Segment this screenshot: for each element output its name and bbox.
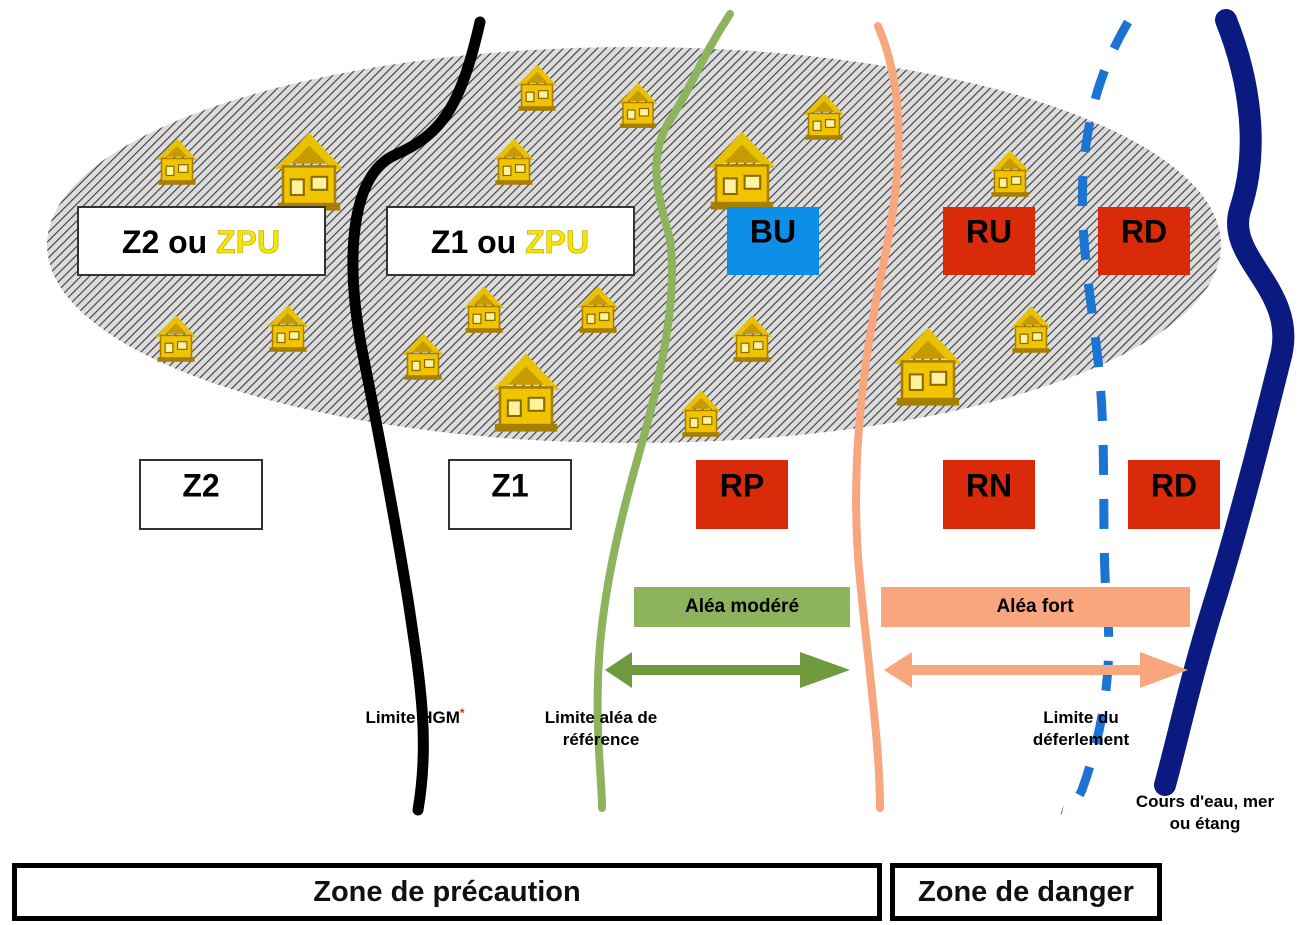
zone-rd-urban-label: RD [1121, 213, 1167, 249]
danger-zone-box: Zone de danger [890, 863, 1162, 921]
reference-limit-caption-line2: référence [563, 730, 640, 749]
water-caption-line2: ou étang [1170, 814, 1241, 833]
zone-rd-natural-label: RD [1151, 467, 1197, 503]
zone-bu-label: BU [750, 213, 796, 249]
breaking-limit-line [1060, 19, 1132, 815]
zone-rd-natural-box [1128, 460, 1220, 529]
zone-z1-zpu-label: Z1 ou ZPU [431, 224, 589, 260]
zone-rd-urban-box [1098, 207, 1190, 275]
precaution-zone-box: Zone de précaution [12, 863, 882, 921]
zone-rn-box [943, 460, 1035, 529]
reference-limit-line [593, 10, 734, 812]
water-line [1154, 9, 1295, 796]
moderate-hazard-label: Aléa modéré [685, 596, 799, 617]
zone-z2-box [139, 459, 263, 530]
zone-z1-box [448, 459, 572, 530]
moderate-extent-arrow [605, 652, 850, 688]
breaking-limit-caption-line1: Limite du [1043, 708, 1119, 727]
hgm-limit-line [347, 16, 486, 816]
strong-hazard-bar [881, 587, 1190, 627]
zone-z2-zpu-box [77, 206, 326, 276]
zone-rp-box [696, 460, 788, 529]
reference-limit-caption-line1: Limite aléa de [545, 708, 657, 727]
zone-rp-label: RP [720, 467, 764, 503]
zone-z2-zpu-label: Z2 ou ZPU [122, 224, 280, 260]
zone-z2-label: Z2 [182, 467, 219, 503]
moderate-hazard-bar [634, 587, 850, 627]
zone-z1-label: Z1 [491, 467, 528, 503]
zone-ru-label: RU [966, 213, 1012, 249]
strong-hazard-label: Aléa fort [996, 596, 1074, 617]
zone-ru-box [943, 207, 1035, 275]
breaking-limit-caption-line2: déferlement [1033, 730, 1130, 749]
zone-rn-label: RN [966, 467, 1012, 503]
danger-zone-label: Zone de danger [918, 875, 1134, 908]
water-caption-line1: Cours d'eau, mer [1136, 792, 1275, 811]
zone-z1-zpu-box [386, 206, 635, 276]
strong-extent-arrow [884, 652, 1188, 688]
hgm-limit-caption: Limite HGM* [365, 706, 464, 727]
strong-hazard-limit-line [852, 22, 903, 812]
precaution-zone-label: Zone de précaution [313, 875, 581, 908]
zone-bu-box [727, 207, 819, 275]
